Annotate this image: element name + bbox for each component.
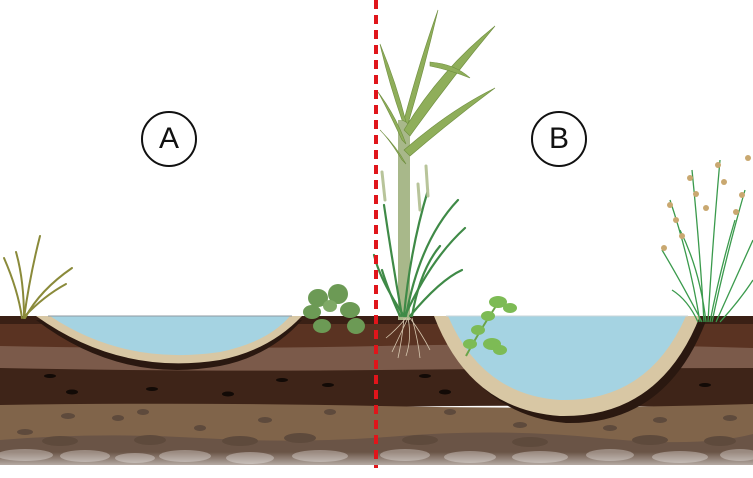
panel-label-b: B — [531, 111, 587, 167]
pool-a — [36, 315, 302, 370]
panel-label-a: A — [141, 111, 197, 167]
pool-b — [434, 315, 706, 424]
grass-sprout-plant — [3, 235, 73, 319]
tall-cane-plant — [372, 9, 496, 359]
rosette-herb-plant — [303, 284, 365, 334]
flowering-grass-clump-plant — [661, 155, 753, 323]
submerged-aquatic-plant — [463, 296, 517, 357]
